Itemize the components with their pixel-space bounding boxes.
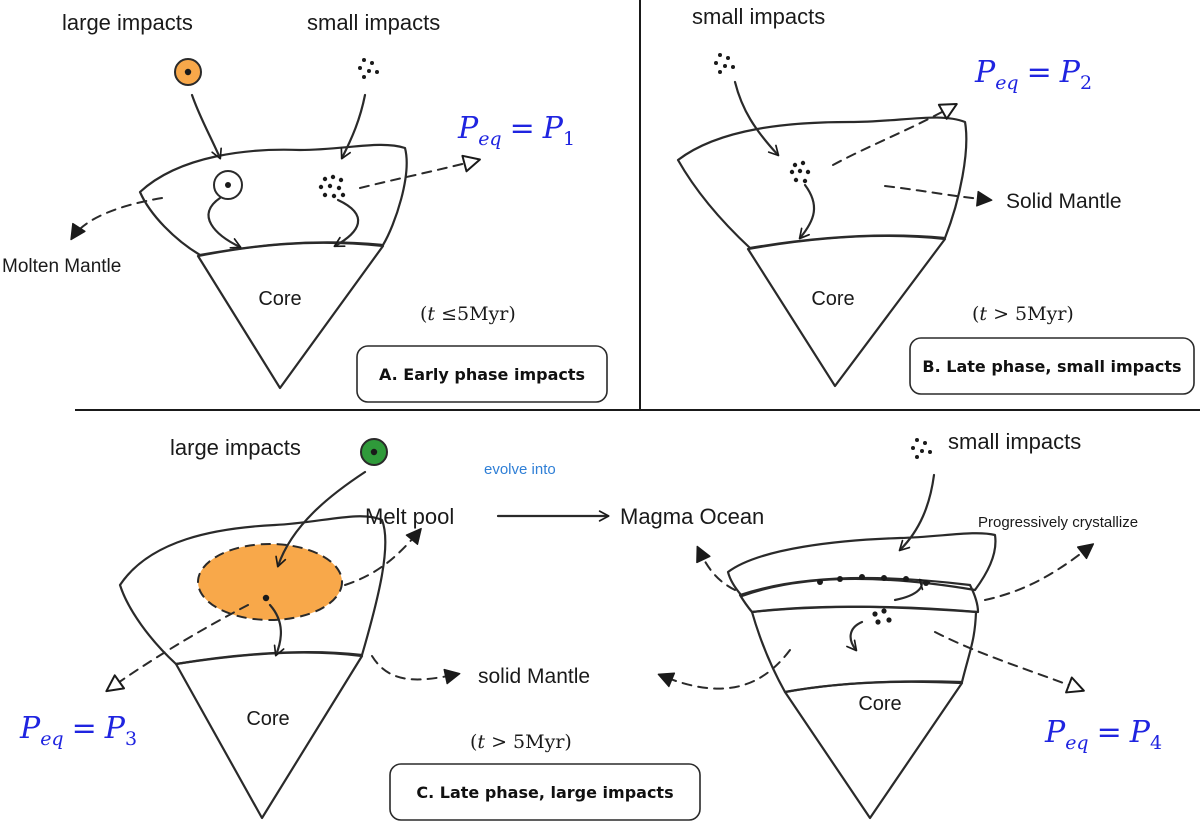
panel-a-molten-arrow	[70, 197, 163, 241]
panel-c-crystallize-label: Progressively crystallize	[978, 514, 1138, 531]
panel-c-right-core	[783, 680, 964, 820]
panel-c-title: C. Late phase, large impacts	[416, 783, 673, 802]
panel-a-large-impact-arrow	[190, 93, 222, 160]
panel-c-right-impact-dots	[872, 608, 892, 625]
panel-b-solid-mantle-label: Solid Mantle	[1006, 190, 1122, 213]
panel-c-eq4: Peq=P4	[1044, 715, 1162, 754]
panel-b-solid-mantle	[676, 116, 968, 250]
panel-c-eq4-arrow	[934, 631, 1085, 694]
panel-a-core	[196, 241, 385, 390]
panel-a-title-box	[356, 345, 608, 403]
panel-c-magma-arrow	[696, 545, 736, 591]
panel-c-solid-mantle-label: solid Mantle	[478, 665, 590, 688]
panel-a-small-impactor	[358, 58, 379, 79]
panel-a-large-impact-crater	[213, 170, 243, 200]
panel-a-time: (t ≤5Myr)	[420, 303, 516, 325]
panel-c-melt-pool-arrow	[344, 527, 422, 586]
panel-c-eq3: Peq=P3	[19, 711, 137, 750]
panel-c-small-impact-arrow	[898, 473, 936, 552]
panel-c-right-magma-ocean	[726, 532, 997, 598]
panel-a-molten-mantle	[138, 143, 408, 257]
panel-b-core-label: Core	[811, 288, 854, 310]
panel-b-impact-dots	[789, 160, 811, 184]
panel-b-title-box	[909, 337, 1195, 395]
panel-c-magma-ocean-label: Magma Ocean	[620, 504, 764, 529]
panel-c-evolve-label: evolve into	[484, 461, 556, 478]
panel-c-solid-right-arrow	[657, 649, 791, 690]
panel-b-core	[746, 234, 947, 388]
panel-b-time: (t > 5Myr)	[972, 303, 1074, 325]
panel-b-eq-arrow	[832, 103, 958, 166]
panel-a-small-impact-dots	[318, 174, 346, 199]
panel-c: Core large impacts Melt pool evolve into…	[19, 429, 1162, 821]
panel-a-title: A. Early phase impacts	[379, 365, 585, 384]
panel-a-large-impacts-label: large impacts	[62, 10, 193, 35]
panel-c-large-impact-arrow	[275, 470, 367, 568]
panel-a: Core large impacts small impacts Molten …	[2, 10, 608, 403]
panel-a-equation: Peq=P1	[457, 111, 575, 150]
panel-a-small-impact-arrow	[340, 93, 367, 160]
panel-c-right-solid-mantle	[750, 605, 978, 694]
panel-c-title-box	[389, 763, 701, 821]
panel-c-left-core	[174, 651, 364, 820]
panel-c-solid-left-arrow	[371, 655, 461, 685]
panel-c-small-impactor	[911, 438, 932, 459]
panel-c-large-impacts-label: large impacts	[170, 435, 301, 460]
panel-c-melt-pool-label: Melt pool	[365, 504, 454, 529]
panel-c-right-melt-layer	[738, 576, 980, 614]
panel-b-small-impacts-label: small impacts	[692, 4, 825, 29]
panel-c-eq3-arrow	[105, 604, 249, 693]
panel-c-crystallize-arrow	[984, 543, 1095, 601]
panel-b-equation: Peq=P2	[974, 55, 1092, 94]
panel-c-melt-pool	[197, 543, 343, 621]
panel-b-small-impact-arrow	[733, 80, 780, 157]
panel-c-time: (t > 5Myr)	[470, 731, 572, 753]
panel-b-small-impactor	[714, 53, 735, 74]
panel-c-left-core-label: Core	[246, 708, 289, 730]
panel-a-small-impacts-label: small impacts	[307, 10, 440, 35]
panel-c-right-core-label: Core	[858, 693, 901, 715]
panel-a-molten-mantle-label: Molten Mantle	[2, 256, 121, 277]
panel-a-core-label: Core	[258, 288, 301, 310]
panel-b-solid-arrow	[884, 185, 993, 207]
panel-b-title: B. Late phase, small impacts	[922, 357, 1181, 376]
panel-b: Core small impacts Solid Mantle Peq=P2 (…	[676, 4, 1195, 395]
panel-c-small-impacts-label: small impacts	[948, 429, 1081, 454]
panel-a-eq-arrow	[359, 154, 481, 189]
